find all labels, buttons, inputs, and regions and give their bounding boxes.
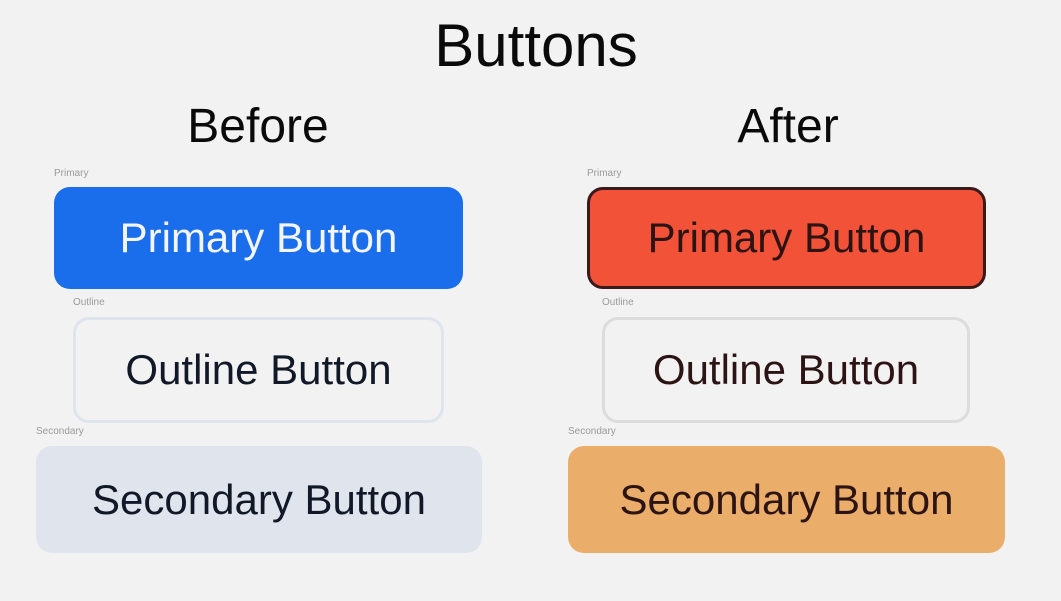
before-heading: Before [187,100,329,153]
after-heading: After [737,100,839,153]
before-outline-label: Outline [73,297,105,308]
before-primary-button[interactable]: Primary Button [54,187,463,289]
before-primary-label: Primary [54,168,89,179]
before-secondary-button[interactable]: Secondary Button [36,446,482,553]
after-primary-label: Primary [587,168,622,179]
after-outline-label: Outline [602,297,634,308]
after-primary-button[interactable]: Primary Button [587,187,986,289]
after-secondary-button[interactable]: Secondary Button [568,446,1005,553]
after-outline-button[interactable]: Outline Button [602,317,970,423]
page-title: Buttons [434,12,638,79]
before-secondary-label: Secondary [36,426,84,437]
after-secondary-label: Secondary [568,426,616,437]
before-outline-button[interactable]: Outline Button [73,317,444,423]
